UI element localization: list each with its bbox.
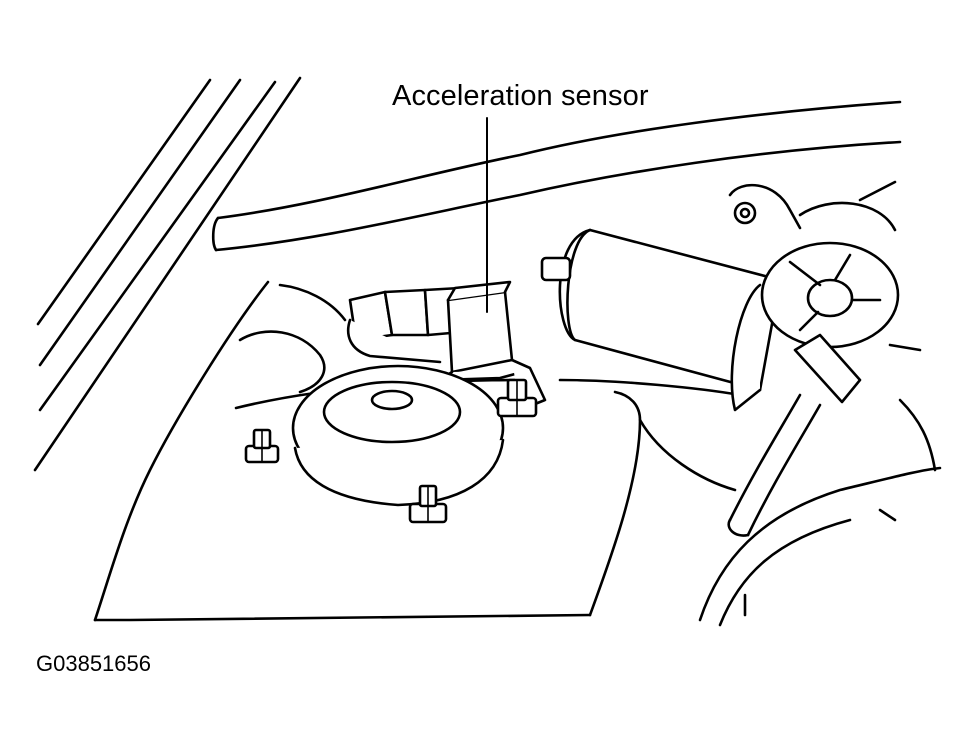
strut-tower-outline — [93, 280, 742, 622]
mount-nut-right — [496, 378, 538, 418]
fender-curves — [638, 398, 942, 627]
cowl-hose — [211, 100, 902, 252]
strut-mount — [291, 364, 505, 507]
figure-code: G03851656 — [36, 651, 151, 676]
wiper-motor — [540, 228, 782, 412]
mount-nut-bottom — [408, 484, 448, 524]
wiper-linkage — [727, 333, 862, 537]
windshield-pillar-lines — [33, 76, 302, 472]
acceleration-sensor — [346, 280, 547, 412]
wiper-pivot-housing — [728, 180, 922, 352]
mount-nut-left — [244, 428, 280, 464]
acceleration-sensor-label: Acceleration sensor — [392, 80, 649, 112]
